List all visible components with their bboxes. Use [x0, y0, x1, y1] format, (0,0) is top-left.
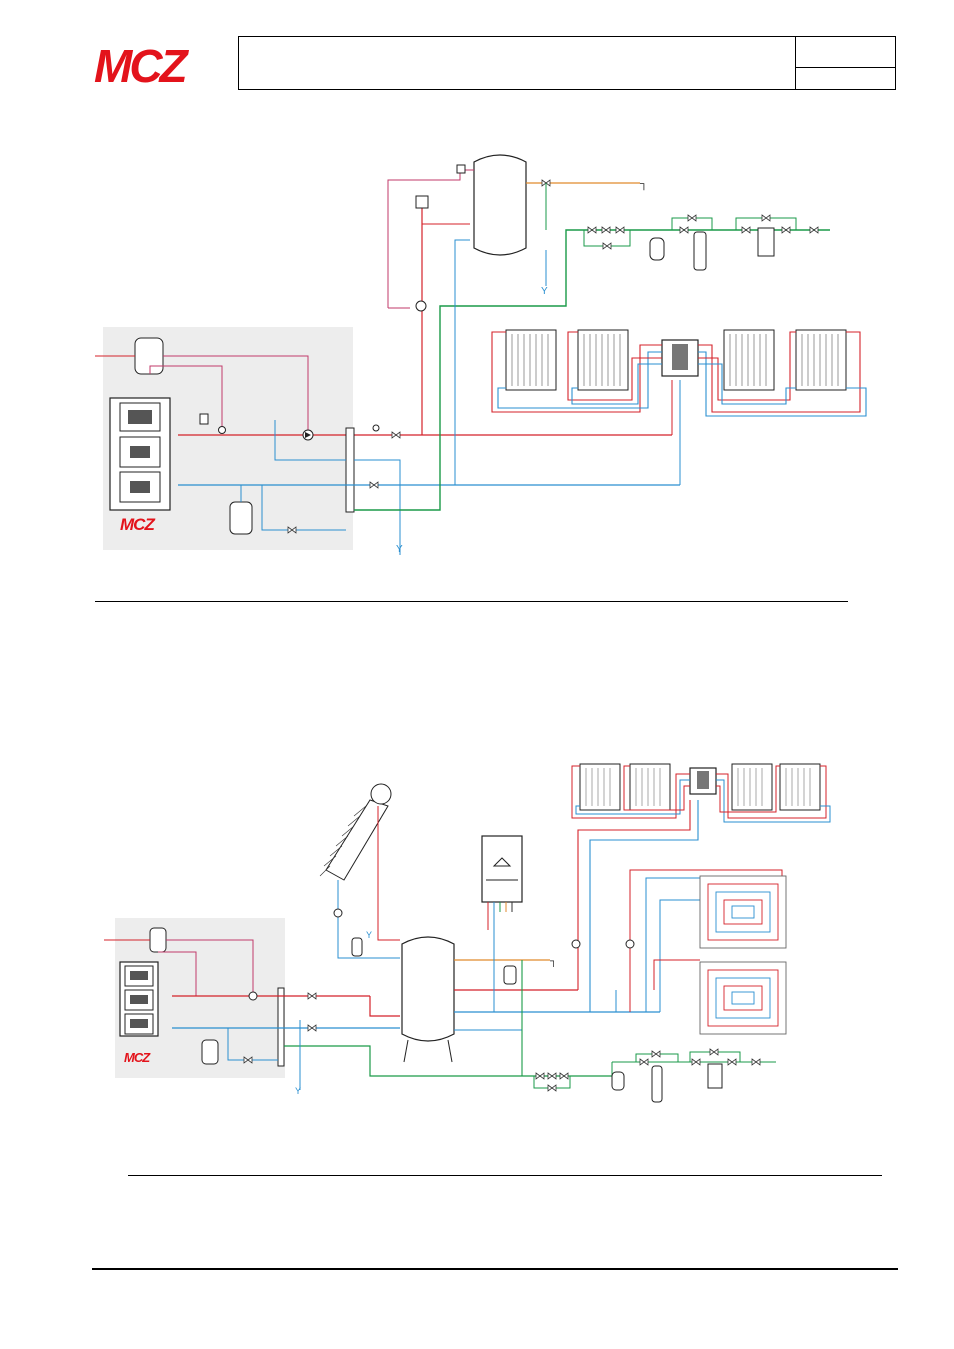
svg-text:┐: ┐	[549, 956, 557, 967]
footer-line	[92, 1268, 898, 1270]
wall-boiler	[481, 835, 523, 903]
svg-text:MCZ: MCZ	[94, 40, 190, 88]
floor-heating-loops	[699, 875, 787, 1035]
safety-valve-icon	[199, 413, 209, 425]
title-block	[238, 36, 896, 90]
thermometer-icon	[218, 426, 226, 434]
storage-tank-2	[401, 936, 455, 1063]
storage-tank-1	[473, 154, 527, 256]
svg-text:Y: Y	[295, 1086, 301, 1096]
boiler-2: MCZ	[119, 961, 159, 1065]
boiler-brand-label: MCZ	[120, 515, 155, 534]
water-treatment-2	[530, 1048, 776, 1103]
water-treatment-1	[583, 214, 819, 271]
svg-text:┐: ┐	[639, 178, 648, 191]
svg-text:Y: Y	[396, 544, 403, 555]
svg-text:Y: Y	[541, 286, 548, 297]
radiators-2	[579, 763, 821, 811]
svg-text:Y: Y	[366, 930, 372, 940]
manifold-2	[277, 987, 285, 1067]
aux-tank-2	[149, 927, 167, 953]
manifold-1	[345, 427, 355, 513]
boiler-brand-label: MCZ	[124, 1050, 151, 1065]
mcz-logo: MCZ	[94, 40, 193, 88]
boiler-1: MCZ	[109, 397, 171, 534]
solar-collector	[325, 783, 392, 881]
separator-line-1	[95, 601, 848, 602]
expansion-vessel-2	[201, 1039, 219, 1065]
separator-line-2	[128, 1175, 882, 1176]
